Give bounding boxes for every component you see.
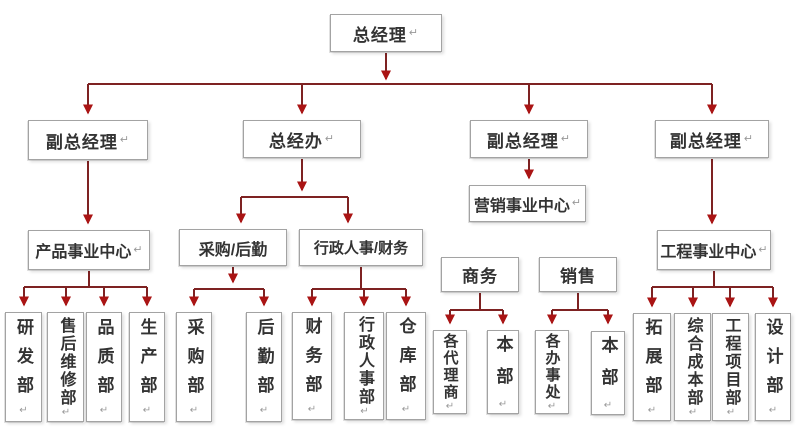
return-mark: ↵ [560,132,572,145]
node-production-dept: 生产部↵ [129,312,165,422]
return-mark: ↵ [725,406,737,418]
connector-engineering-center-to-depts [647,270,778,308]
node-admin-hr-dept: 行政人事部↵ [344,312,384,420]
node-label: 采购部 [184,318,204,405]
return-mark: ↵ [546,400,558,412]
return-mark: ↵ [444,400,456,412]
return-mark: ↵ [188,405,200,416]
node-label: 设计部 [763,318,783,405]
node-deputy-gm-3: 副总经理↵ [655,120,769,158]
node-label: 副总经理 [669,131,742,151]
node-label: 销售 [560,267,596,286]
node-finance-dept: 财务部↵ [292,312,332,420]
node-commerce: 商务 [441,257,519,292]
return-mark: ↵ [497,398,509,410]
node-label: 综合成本部 [684,316,702,407]
connector-procurement-to-depts [189,266,269,307]
node-engineering-project-dept: 工程项目部↵ [712,313,749,421]
node-marketing-business-center: 营销事业中心↵ [469,185,586,222]
node-label: 售后维修部 [57,316,75,407]
node-purchasing-dept: 采购部↵ [176,312,212,422]
return-mark: ↵ [687,406,699,418]
return-mark: ↵ [767,405,779,416]
node-label: 产品事业中心 [35,244,132,261]
node-agents: 各代理商↵ [433,330,467,414]
node-label: 本部 [493,334,513,399]
connector-admin-hr-finance-to-depts [307,266,411,307]
return-mark: ↵ [18,405,29,416]
node-label: 各代理商 [441,332,459,401]
node-sales-hq: 本部↵ [591,331,625,415]
node-comprehensive-cost-dept: 综合成本部↵ [674,313,711,421]
node-label: 仓库部 [396,317,416,404]
node-label: 工程事业中心 [660,244,757,261]
return-mark: ↵ [258,405,270,416]
node-after-sales-repair-dept: 售后维修部↵ [47,312,84,422]
return-mark: ↵ [306,404,318,415]
node-label: 商务 [462,267,498,286]
return-mark: ↵ [133,243,143,256]
return-mark: ↵ [324,132,336,145]
node-offices: 各办事处↵ [535,330,569,414]
node-quality-dept: 品质部↵ [86,312,122,422]
return-mark: ↵ [60,406,72,418]
node-label: 行政人事/财务 [313,240,409,257]
node-label: 营销事业中心 [473,197,570,215]
node-expansion-dept: 拓展部↵ [633,313,671,421]
return-mark: ↵ [758,243,768,256]
node-gm-office: 总经办↵ [243,120,361,158]
connector-sales-to-children [547,292,613,325]
node-procurement-logistics: 采购/后勤 [179,229,287,266]
connector-commerce-to-children [445,292,508,325]
return-mark: ↵ [743,132,755,145]
node-deputy-gm-1: 副总经理↵ [28,120,148,160]
node-general-manager: 总经理↵ [330,14,442,52]
node-logistics-dept: 后勤部↵ [246,312,282,422]
node-label: 行政人事部 [356,315,373,406]
node-sales: 销售 [539,257,617,292]
node-label: 采购/后勤 [198,241,268,259]
node-label: 研发部 [14,318,33,405]
return-mark: ↵ [119,133,131,146]
return-mark: ↵ [571,197,582,209]
node-label: 副总经理 [486,131,559,151]
node-deputy-gm-2: 副总经理↵ [470,120,588,158]
node-label: 各办事处 [543,332,561,401]
node-rd-dept: 研发部↵ [5,312,42,422]
connector-gm-office-to-children [236,158,353,224]
return-mark: ↵ [98,405,110,416]
node-engineering-business-center: 工程事业中心↵ [657,230,771,270]
node-label: 后勤部 [254,318,274,405]
return-mark: ↵ [359,405,370,417]
node-admin-hr-finance: 行政人事/财务 [299,229,423,266]
node-label: 总经办 [268,131,323,151]
node-design-dept: 设计部↵ [755,313,791,421]
connector-gm-to-level2 [83,52,717,115]
connector-product-center-to-depts [19,270,152,307]
node-label: 总经理 [352,25,407,45]
return-mark: ↵ [646,405,658,416]
node-product-business-center: 产品事业中心↵ [28,230,150,270]
return-mark: ↵ [141,405,153,416]
return-mark: ↵ [408,26,420,39]
node-label: 生产部 [137,318,157,405]
node-label: 本部 [598,335,618,400]
node-commerce-hq: 本部↵ [487,330,519,414]
node-label: 工程项目部 [722,316,740,407]
return-mark: ↵ [602,399,614,411]
node-label: 财务部 [302,317,322,404]
node-warehouse-dept: 仓库部↵ [386,312,426,420]
node-label: 拓展部 [642,318,662,405]
node-label: 品质部 [94,318,114,405]
return-mark: ↵ [400,404,412,415]
node-label: 副总经理 [45,132,118,152]
